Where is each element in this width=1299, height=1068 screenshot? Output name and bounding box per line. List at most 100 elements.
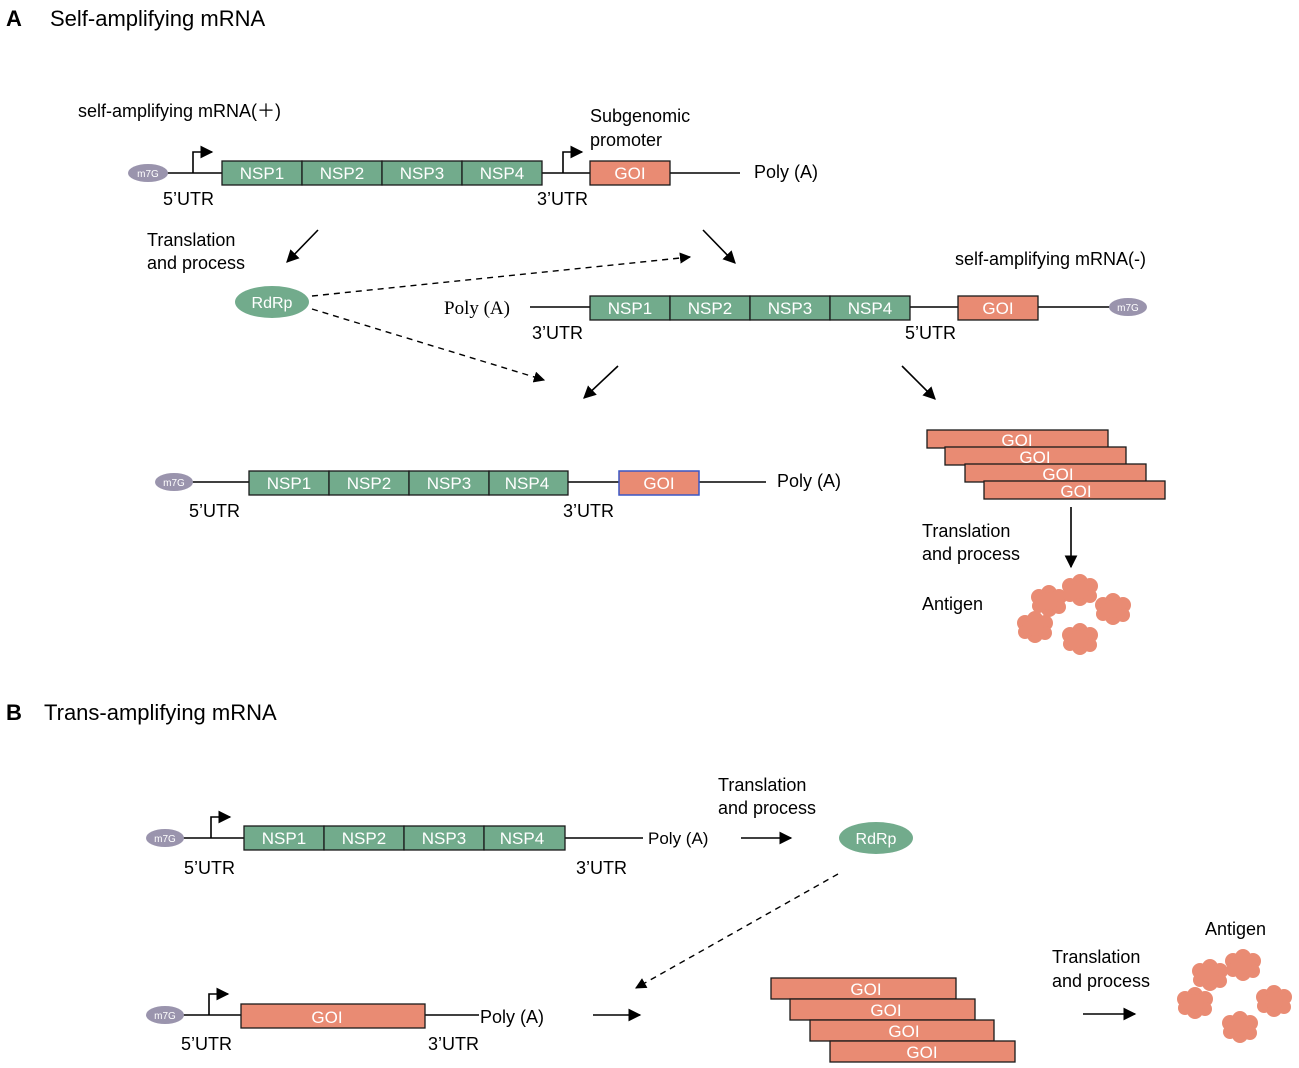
goi-block-b <box>240 1003 426 1029</box>
svg-text:m7G: m7G <box>163 478 185 489</box>
nsp1-label-b: NSP1 <box>262 829 306 848</box>
svg-text:m7G: m7G <box>154 834 176 845</box>
nsp4-label-minus: NSP4 <box>848 299 892 318</box>
poly-a-copy-label: Poly (A) <box>777 471 841 491</box>
utr5-minus-label: 5’UTR <box>905 323 956 343</box>
nsp4-label: NSP4 <box>480 164 524 183</box>
nsp3-label: NSP3 <box>400 164 444 183</box>
rdrp-enzyme: RdRp <box>235 286 309 318</box>
nsp1-label-minus: NSP1 <box>608 299 652 318</box>
minus-strand-construct: self-amplifying mRNA(-) Poly (A) NSP1 NS… <box>444 249 1147 343</box>
nsp1-block <box>221 160 303 186</box>
nsp1-label-copy: NSP1 <box>267 474 311 493</box>
promoter-arrow-icon <box>208 987 230 1015</box>
svg-text:m7G: m7G <box>154 1011 176 1022</box>
goi-block-minus <box>957 295 1039 321</box>
translation2-b-line1: Translation <box>1052 947 1140 967</box>
nsp2-block-copy <box>328 470 410 496</box>
nsp1-block-copy <box>248 470 330 496</box>
poly-a-minus-label: Poly (A) <box>444 298 510 319</box>
utr3-copy-label: 3’UTR <box>563 501 614 521</box>
antigen-blob <box>1222 1011 1258 1043</box>
nsp4-block-b <box>483 825 566 851</box>
goi-label-minus: GOI <box>982 299 1013 318</box>
nsp4-block-copy <box>488 470 569 496</box>
utr3-replicon-label: 3’UTR <box>576 858 627 878</box>
utr3-minus-label: 3’UTR <box>532 323 583 343</box>
subgenomic-label-line2: promoter <box>590 130 662 150</box>
dashed-arrow-rdrp-to-minus <box>311 252 692 297</box>
translation-label-line2: and process <box>147 253 245 273</box>
plus-strand-copy: m7G NSP1 NSP2 NSP3 NSP4 GOI Poly (A) 5’U… <box>155 470 841 521</box>
antigen-blob <box>1062 574 1098 606</box>
utr5-trans-label: 5’UTR <box>181 1034 232 1054</box>
poly-a-replicon-label: Poly (A) <box>648 829 708 848</box>
antigen-blob <box>1062 623 1098 655</box>
svg-text:GOI: GOI <box>906 1043 937 1062</box>
antigen-label-a: Antigen <box>922 594 983 614</box>
dashed-arrow-rdrp-to-goi <box>635 873 839 989</box>
cap-label: m7G <box>137 169 159 180</box>
replicon-construct: m7G NSP1 NSP2 NSP3 NSP4 Poly (A) 5’UTR 3… <box>146 810 708 878</box>
arrow-to-minus-strand <box>702 229 736 264</box>
nsp3-block <box>381 160 463 186</box>
nsp3-label-minus: NSP3 <box>768 299 812 318</box>
nsp3-block-b <box>403 825 485 851</box>
rdrp-label: RdRp <box>252 295 293 312</box>
subgenomic-promoter-arrow-icon <box>562 145 584 173</box>
nsp3-label-b: NSP3 <box>422 829 466 848</box>
panel-a: A Self-amplifying mRNA self-amplifying m… <box>6 6 1166 655</box>
plus-strand-construct: self-amplifying mRNA(＋) Subgenomic promo… <box>78 101 818 209</box>
nsp1-block-b <box>243 825 325 851</box>
arrow-to-plus-copy <box>583 365 619 399</box>
nsp1-block-minus <box>589 295 671 321</box>
promoter-arrow-icon <box>192 145 214 173</box>
nsp4-block <box>461 160 543 186</box>
antigen-cluster-a <box>1017 574 1131 655</box>
panel-b: B Trans-amplifying mRNA m7G NSP1 NSP2 NS… <box>6 700 1292 1063</box>
cap-icon: m7G <box>146 829 184 847</box>
svg-text:GOI: GOI <box>1019 448 1050 467</box>
antigen-blob <box>1225 949 1261 981</box>
utr3-label: 3’UTR <box>537 189 588 209</box>
svg-text:GOI: GOI <box>1060 482 1091 501</box>
panel-b-title: Trans-amplifying mRNA <box>44 700 277 725</box>
promoter-arrow-icon <box>210 810 232 838</box>
panel-a-letter: A <box>6 6 22 31</box>
cap-icon: m7G <box>1109 298 1147 316</box>
utr5-replicon-label: 5’UTR <box>184 858 235 878</box>
translation2-label-line1: Translation <box>922 521 1010 541</box>
rdrp-label-b: RdRp <box>856 831 897 848</box>
antigen-blob <box>1095 593 1131 625</box>
svg-text:GOI: GOI <box>888 1022 919 1041</box>
panel-b-letter: B <box>6 700 22 725</box>
svg-text:m7G: m7G <box>1117 303 1139 314</box>
goi-stack-a: GOI GOI GOI GOI <box>926 429 1166 501</box>
nsp4-block-minus <box>829 295 911 321</box>
antigen-blob <box>1256 985 1292 1017</box>
nsp2-label: NSP2 <box>320 164 364 183</box>
utr5-copy-label: 5’UTR <box>189 501 240 521</box>
svg-text:GOI: GOI <box>1001 431 1032 450</box>
arrow-to-rdrp <box>286 229 319 263</box>
cap-icon: m7G <box>146 1006 184 1024</box>
nsp2-label-b: NSP2 <box>342 829 386 848</box>
nsp2-block-b <box>323 825 405 851</box>
utr5-label: 5’UTR <box>163 189 214 209</box>
poly-a-trans-label: Poly (A) <box>480 1007 544 1027</box>
arrow-to-subgenomic-copies <box>901 365 936 400</box>
nsp4-label-copy: NSP4 <box>505 474 549 493</box>
trans-replicon-construct: m7G GOI Poly (A) 5’UTR 3’UTR <box>146 987 544 1054</box>
goi-label: GOI <box>614 164 645 183</box>
nsp2-label-minus: NSP2 <box>688 299 732 318</box>
translation-b-line1: Translation <box>718 775 806 795</box>
plus-strand-label: self-amplifying mRNA(＋) <box>78 101 281 121</box>
antigen-blob <box>1192 959 1228 991</box>
nsp2-label-copy: NSP2 <box>347 474 391 493</box>
translation-b-line2: and process <box>718 798 816 818</box>
nsp3-label-copy: NSP3 <box>427 474 471 493</box>
minus-strand-label: self-amplifying mRNA(-) <box>955 249 1146 269</box>
goi-block <box>589 160 671 186</box>
goi-label-b: GOI <box>311 1008 342 1027</box>
